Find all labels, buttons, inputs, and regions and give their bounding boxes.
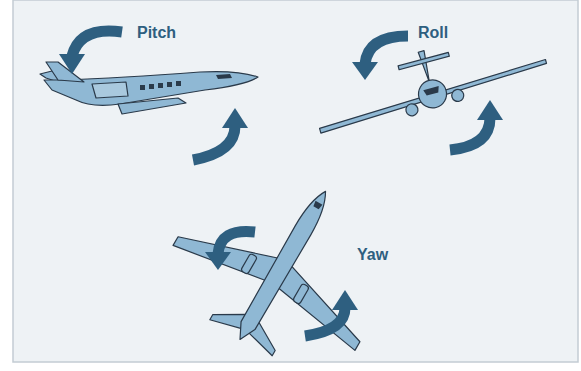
pitch-label: Pitch [137,24,176,42]
roll-aircraft [307,21,550,140]
yaw-aircraft [149,139,416,371]
arrowheads [59,54,503,310]
yaw-label: Yaw [357,246,388,264]
panel [13,0,578,362]
roll-label: Roll [418,24,448,42]
rotation-arrows [72,31,490,336]
